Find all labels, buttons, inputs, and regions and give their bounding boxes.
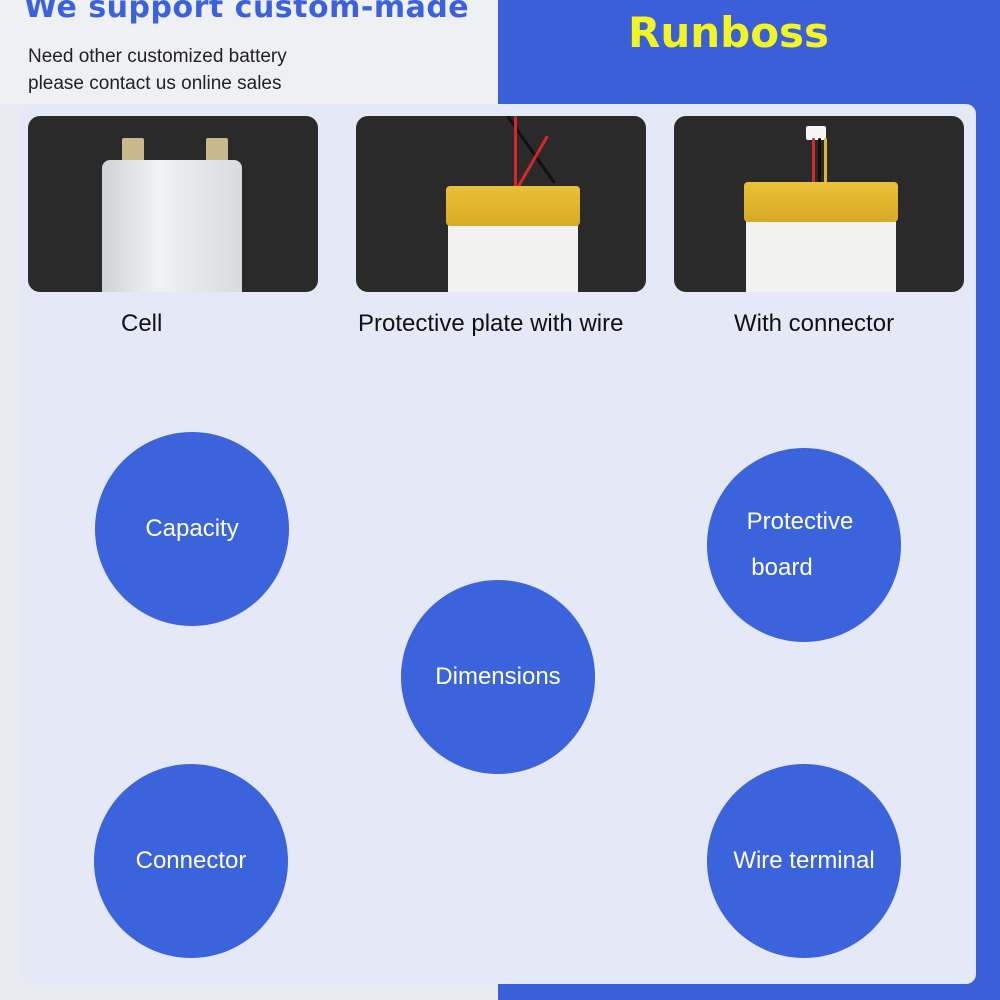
red-wire xyxy=(812,138,815,190)
battery-pack-top xyxy=(446,186,580,226)
connector-circle: Connector xyxy=(94,764,288,958)
capacity-label: Capacity xyxy=(145,515,239,542)
black-wire xyxy=(818,138,821,190)
battery-pack-top xyxy=(744,182,898,222)
protective-board-label: Protective board xyxy=(747,499,854,591)
caption-cell: Cell xyxy=(121,310,163,337)
wire-terminal-label: Wire terminal xyxy=(733,847,875,874)
protective-board-line-1: Protective xyxy=(746,508,854,535)
wire-terminal-circle: Wire terminal xyxy=(707,764,901,958)
cell-body xyxy=(102,160,242,292)
subline-1: Need other customized battery xyxy=(28,46,287,67)
headline: We support custom-made xyxy=(24,0,470,25)
capacity-circle: Capacity xyxy=(95,432,289,626)
dimensions-circle: Dimensions xyxy=(401,580,595,774)
cell-photo xyxy=(28,116,318,292)
connector-label: Connector xyxy=(135,847,247,874)
red-wire xyxy=(514,116,517,194)
protective-plate-photo xyxy=(356,116,646,292)
connector-plug xyxy=(806,126,826,140)
brand-name: Runboss xyxy=(628,8,830,57)
protective-board-circle: Protective board xyxy=(707,448,901,642)
header-area xyxy=(0,0,498,104)
caption-protective-plate: Protective plate with wire xyxy=(358,310,624,337)
caption-with-connector: With connector xyxy=(734,310,895,337)
dimensions-label: Dimensions xyxy=(435,663,561,690)
connector-photo xyxy=(674,116,964,292)
protective-board-line-2: board xyxy=(751,554,813,581)
subline-2: please contact us online sales xyxy=(28,73,282,94)
yellow-wire xyxy=(824,138,827,190)
